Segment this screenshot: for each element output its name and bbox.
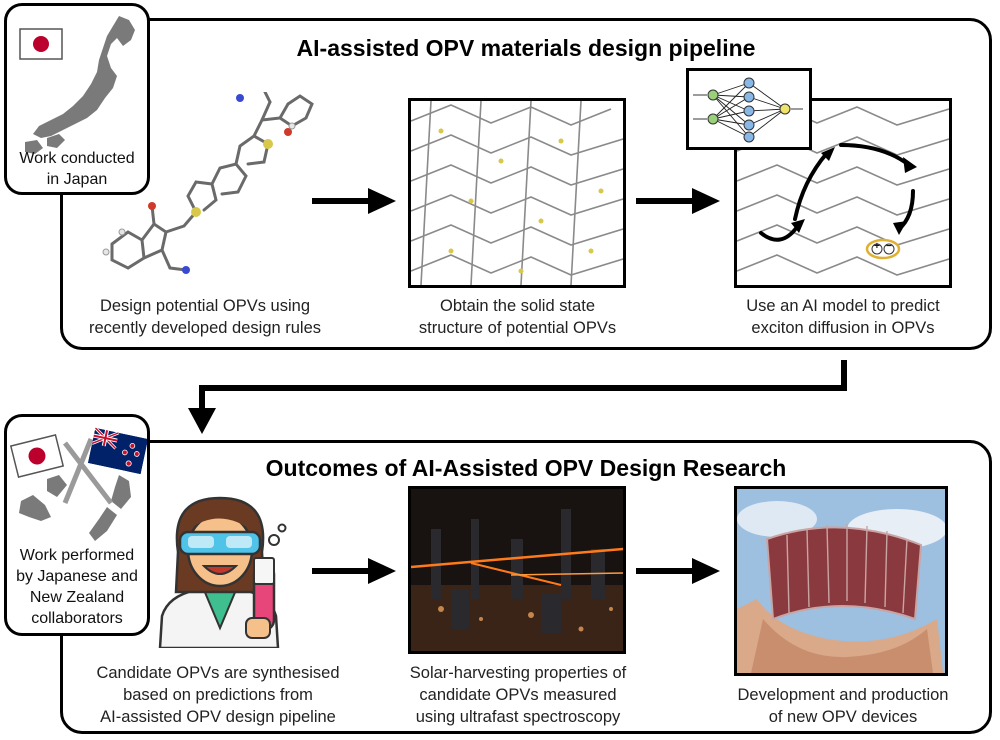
japan-nz-map-icon xyxy=(19,438,131,541)
arrow-right-icon xyxy=(312,558,396,584)
japan-nz-location-badge: Work performed by Japanese and New Zeala… xyxy=(4,414,150,636)
solid-state-caption: Obtain the solid state structure of pote… xyxy=(418,297,617,337)
arrow-right-icon xyxy=(636,188,720,214)
ai-model-caption: Use an AI model to predict exciton diffu… xyxy=(746,297,940,337)
pipeline-title: AI-assisted OPV materials design pipelin… xyxy=(296,35,756,61)
spectroscopy-caption: Solar-harvesting properties of candidate… xyxy=(409,664,627,726)
synthesis-caption: Candidate OPVs are synthesised based on … xyxy=(96,664,340,726)
japan-flag-icon xyxy=(9,434,65,478)
connector-arrow-icon xyxy=(188,360,847,434)
flexible-solar-cell-icon xyxy=(737,489,945,673)
nz-flag-icon xyxy=(87,427,147,475)
japan-location-badge: Work conducted in Japan xyxy=(4,3,150,195)
arrow-right-icon xyxy=(312,188,396,214)
electron-charge-label: − xyxy=(886,241,892,252)
opv-molecule-icon xyxy=(102,92,314,274)
hole-charge-label: + xyxy=(874,241,880,252)
scientist-icon xyxy=(158,496,287,648)
crystal-packing-icon xyxy=(411,101,623,285)
japan-flag-icon xyxy=(19,28,63,60)
design-rules-caption: Design potential OPVs using recently dev… xyxy=(88,297,322,337)
devices-caption: Development and production of new OPV de… xyxy=(737,686,949,726)
laser-table-icon xyxy=(411,489,623,651)
japan-badge-label: Work conducted in Japan xyxy=(19,150,135,188)
crystal-structure-image xyxy=(408,98,626,288)
spectroscopy-photo xyxy=(408,486,626,654)
arrow-right-icon xyxy=(636,558,720,584)
crystal-packing-icon xyxy=(737,104,949,276)
outcomes-title: Outcomes of AI-Assisted OPV Design Resea… xyxy=(265,455,787,481)
opv-device-photo xyxy=(734,486,948,676)
neural-network-inset xyxy=(686,68,812,150)
neural-network-icon xyxy=(693,77,803,143)
japan-nz-badge-label: Work performed by Japanese and New Zeala… xyxy=(16,547,138,627)
japan-map-icon xyxy=(25,16,135,154)
